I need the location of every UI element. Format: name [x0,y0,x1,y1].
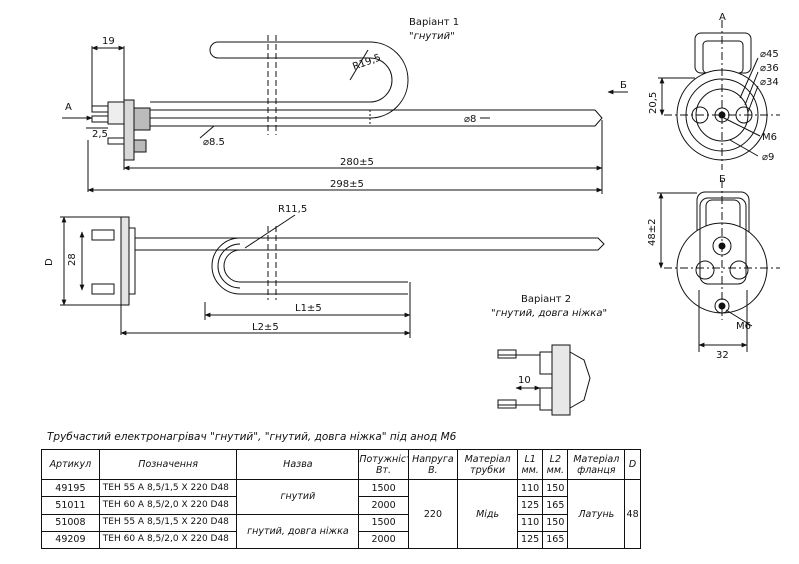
cell-name-group2: гнутий, довга ніжка [236,513,360,549]
dim-10: 10 [518,375,531,386]
cell-flange-material: Латунь [567,479,626,549]
cell-designation: ТЕН 55 А 8,5/1,5 Х 220 D48 [98,513,238,532]
cell-l1: 125 [517,496,544,515]
cell-power: 1500 [358,513,409,532]
dim-r115: R11,5 [278,204,307,215]
dim-m6-a: M6 [762,132,777,143]
view-a [658,20,780,170]
dim-phi85: ⌀8.5 [203,137,225,148]
cell-power: 2000 [358,496,409,515]
dim-l2: L2±5 [252,322,279,333]
variant1-title: Варіант 1 [409,16,459,28]
flange [123,99,135,161]
cell-name-group1: гнутий [236,479,360,515]
cell-l2: 150 [542,513,569,532]
section-a-left: А [65,102,72,113]
dim-32: 32 [716,350,729,361]
header-power: ПотужністьВт. [358,449,409,480]
cell-tube-material: Мідь [457,479,519,549]
dim-25: 2,5 [92,129,108,140]
view-b-title: Б [719,174,726,185]
cell-d: 48 [624,479,641,549]
dim-l1: L1±5 [295,303,322,314]
table-row: 49209 ТЕН 60 А 8,5/2,0 Х 220 D48 2000 12… [41,530,641,550]
cell-designation: ТЕН 60 А 8,5/2,0 Х 220 D48 [98,530,238,550]
cell-l2: 165 [542,530,569,550]
variant1-subtitle: "гнутий" [409,31,455,42]
dim-d: D [44,258,55,266]
header-name: Назва [236,449,360,480]
dim-phi45: ⌀45 [760,49,779,60]
cell-l1: 110 [517,478,544,498]
spec-table: Артикул Позначення Назва ПотужністьВт. Н… [41,449,641,550]
cell-l1: 125 [517,530,544,550]
heating-tube [150,41,409,119]
dim-280: 280±5 [340,157,374,168]
variant2-title: Варіант 2 [521,293,571,305]
cell-designation: ТЕН 60 А 8,5/2,0 Х 220 D48 [98,496,238,515]
cell-voltage: 220 [407,479,459,549]
dim-28: 28 [67,253,78,266]
dim-19: 19 [102,36,115,47]
dim-205: 20,5 [648,92,659,114]
variant2-detail [497,344,591,416]
cell-power: 2000 [358,530,409,550]
dim-48: 48±2 [647,219,658,246]
cell-l2: 150 [542,478,569,498]
dim-phi8: ⌀8 [464,114,476,125]
dim-phi34: ⌀34 [760,77,779,88]
table-row: 49195 ТЕН 55 А 8,5/1,5 Х 220 D48 гнутий … [41,478,641,549]
cell-l2: 165 [542,496,569,515]
section-b-right: Б [620,80,627,91]
table-caption: Трубчастий електронагрівач "гнутий", "гн… [47,431,457,443]
dim-r195: R19,5 [351,52,382,72]
cell-article: 49195 [41,478,100,498]
view-a-title: А [719,12,726,23]
dim-phi36: ⌀36 [760,63,779,74]
cell-designation: ТЕН 55 А 8,5/1,5 Х 220 D48 [98,478,238,498]
header-article: Артикул [41,449,100,480]
variant1-side-view [62,35,628,194]
header-designation: Позначення [98,449,238,480]
dim-m6-b: M6 [736,321,751,332]
cell-power: 1500 [358,478,409,498]
dim-phi9: ⌀9 [762,152,774,163]
cell-article: 51011 [41,496,100,515]
view-b [657,180,780,352]
variant2-side-view [60,214,605,338]
header-d: D [624,449,641,480]
cell-article: 49209 [41,530,100,550]
table-row: 51011 ТЕН 60 А 8,5/2,0 Х 220 D48 2000 12… [41,496,641,515]
cell-l1: 110 [517,513,544,532]
cell-article: 51008 [41,513,100,532]
dim-298: 298±5 [330,179,364,190]
table-row: 51008 ТЕН 55 А 8,5/1,5 Х 220 D48 гнутий,… [41,513,641,549]
variant2-subtitle: "гнутий, довга ніжка" [491,307,607,319]
